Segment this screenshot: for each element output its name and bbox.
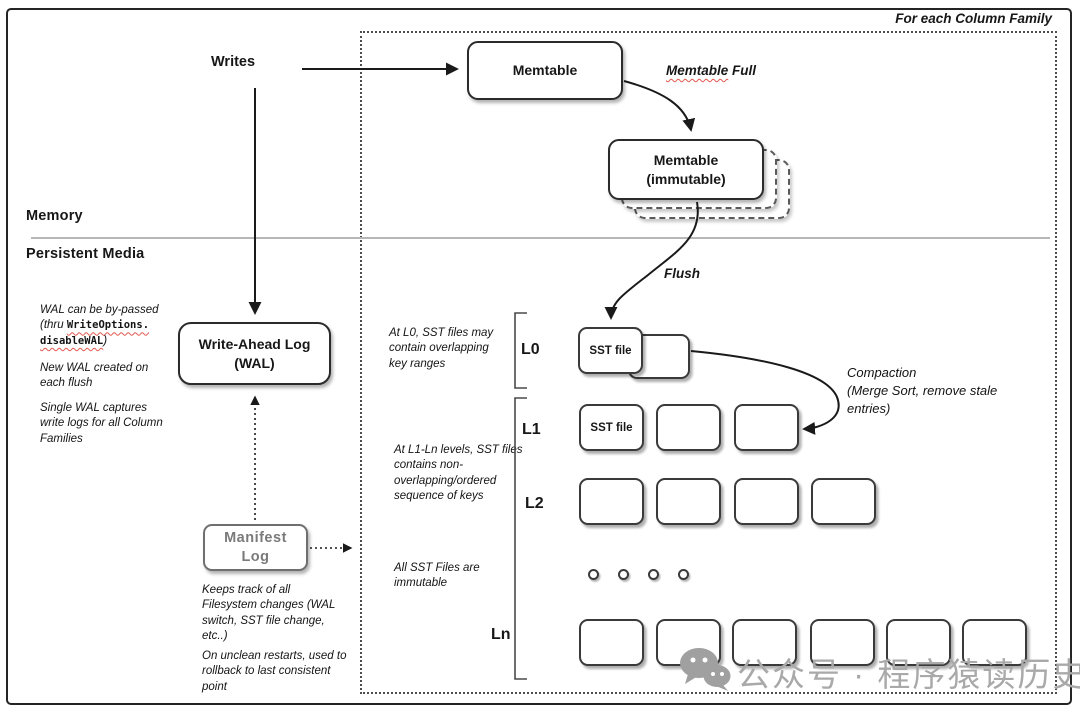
single-wal-note: Single WAL captures write logs for all C… bbox=[40, 402, 163, 445]
sst-file-box-l2-3 bbox=[734, 478, 799, 525]
column-family-dotted-frame bbox=[360, 31, 1057, 694]
sst-file-box-l1-2 bbox=[656, 404, 721, 451]
sst-file-box-ln-1 bbox=[579, 619, 644, 666]
ellipsis-dot-4 bbox=[678, 569, 689, 580]
manifest-label-line1: Manifest bbox=[224, 529, 287, 546]
manifest-tracks-note: Keeps track of all Filesystem changes (W… bbox=[202, 584, 336, 643]
level-l0-label: L0 bbox=[521, 341, 540, 358]
ellipsis-dot-2 bbox=[618, 569, 629, 580]
sst-file-box-l2-2 bbox=[656, 478, 721, 525]
watermark-text: 公众号 · 程序猿读历史 bbox=[737, 656, 1080, 693]
memtable-box: Memtable bbox=[467, 41, 623, 100]
immutable-memtable-label-line1: Memtable bbox=[653, 152, 719, 169]
level-l1-label: L1 bbox=[522, 421, 541, 438]
sst-immutable-note: All SST Files are immutable bbox=[394, 562, 480, 590]
wal-label-line2: (WAL) bbox=[234, 354, 275, 371]
immutable-memtable-label-line2: (immutable) bbox=[646, 170, 726, 187]
ellipsis-dot-3 bbox=[648, 569, 659, 580]
sst-file-box-ln-3 bbox=[732, 619, 797, 666]
sst-file-box-l0: SST file bbox=[578, 327, 643, 374]
wechat-icon bbox=[680, 648, 731, 691]
ellipsis-dot-1 bbox=[588, 569, 599, 580]
wal-label-line1: Write-Ahead Log bbox=[198, 336, 311, 353]
memtable-full-label: Memtable Full bbox=[666, 63, 757, 78]
manifest-label-line2: Log bbox=[241, 548, 270, 565]
memtable-label: Memtable bbox=[512, 62, 578, 79]
immutable-memtable-box: Memtable (immutable) bbox=[608, 139, 764, 200]
wal-box: Write-Ahead Log (WAL) bbox=[178, 322, 331, 385]
memory-persistent-divider bbox=[31, 237, 1050, 239]
sst-file-box-l2-4 bbox=[811, 478, 876, 525]
flush-label: Flush bbox=[664, 266, 700, 281]
outer-border bbox=[6, 8, 1072, 705]
memory-zone-label: Memory bbox=[26, 208, 83, 224]
sst-file-box-l2-1 bbox=[579, 478, 644, 525]
sst-file-box-l1-3 bbox=[734, 404, 799, 451]
l1-ln-note: At L1-Ln levels, SST files contains non-… bbox=[394, 444, 523, 503]
sst-file-box-l1-1: SST file bbox=[579, 404, 644, 451]
manifest-restart-note: On unclean restarts, used to rollback to… bbox=[202, 650, 347, 693]
level-l2-label: L2 bbox=[525, 495, 544, 512]
column-family-caption: For each Column Family bbox=[895, 11, 1052, 26]
sst-file-box-ln-5 bbox=[886, 619, 951, 666]
sst-file-box-ln-6 bbox=[962, 619, 1027, 666]
sst-file-label-l0: SST file bbox=[589, 344, 632, 357]
writeoptions-code: WriteOptions. bbox=[66, 319, 150, 332]
sst-file-box-ln-4 bbox=[810, 619, 875, 666]
writes-label: Writes bbox=[211, 54, 256, 70]
sst-file-label-l1: SST file bbox=[590, 421, 633, 434]
l0-note: At L0, SST files may contain overlapping… bbox=[389, 327, 494, 370]
level-ln-label: Ln bbox=[491, 626, 511, 643]
wal-bypass-note: WAL can be by-passed (thru WriteOptions.… bbox=[40, 304, 159, 347]
persistent-media-zone-label: Persistent Media bbox=[26, 246, 145, 262]
manifest-log-box: Manifest Log bbox=[203, 524, 308, 571]
compaction-note: Compaction (Merge Sort, remove stale ent… bbox=[847, 365, 998, 416]
disablewal-code: disableWAL bbox=[40, 334, 104, 347]
new-wal-note: New WAL created on each flush bbox=[40, 362, 149, 390]
